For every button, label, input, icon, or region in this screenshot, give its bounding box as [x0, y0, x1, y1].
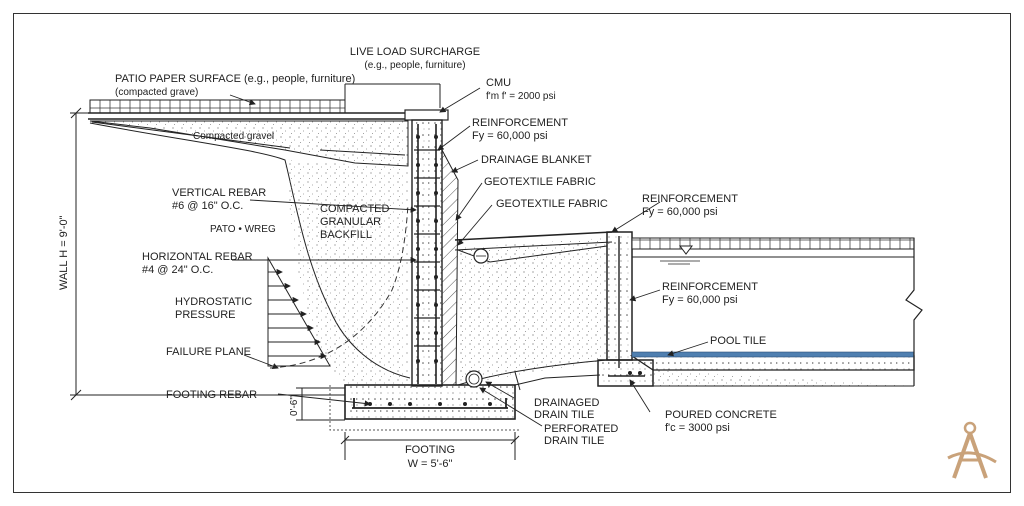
- drain-tile-lower: [465, 370, 483, 388]
- perforated-tile-label-1: PERFORATED: [544, 423, 618, 435]
- cmu-label: CMU: [486, 77, 511, 89]
- horizontal-rebar-label: HORIZONTAL REBAR: [142, 251, 253, 263]
- backfill-label-3: BACKFILL: [320, 229, 372, 241]
- reinforcement-pool-top-label: REINFORCEMENT: [642, 193, 738, 205]
- drainage-blanket: [441, 149, 459, 386]
- backfill-label-1: COMPACTED: [320, 203, 390, 215]
- drainaged-tile-label-1: DRAINAGED: [534, 397, 599, 409]
- poured-concrete-label: POURED CONCRETE: [665, 409, 777, 421]
- pool-water: [631, 237, 923, 386]
- cmu-wall: [404, 109, 449, 387]
- footing: [329, 384, 520, 431]
- vertical-rebar-label: VERTICAL REBAR: [172, 187, 266, 199]
- drainaged-tile-label-2: DRAIN TILE: [534, 409, 594, 421]
- footing-rebar-label: FOOTING REBAR: [166, 389, 257, 401]
- geotextile-label-2: GEOTEXTILE FABRIC: [496, 198, 608, 210]
- live-load-bracket: [344, 83, 441, 108]
- patio-surface-sublabel: (compacted grave): [115, 87, 198, 98]
- reinforcement-cmu-label: REINFORCEMENT: [472, 117, 568, 129]
- pool-floor: [629, 351, 915, 387]
- pool-tile-label: POOL TILE: [710, 335, 766, 347]
- compacted-gravel-layer: [89, 120, 409, 167]
- live-load-sublabel: (e.g., people, furniture): [364, 60, 465, 71]
- live-load-label: LIVE LOAD SURCHARGE: [350, 46, 480, 58]
- hydrostatic-pressure-diagram: [267, 256, 331, 367]
- drainage-blanket-label: DRAINAGE BLANKET: [481, 154, 592, 166]
- drain-tile-upper: [473, 248, 489, 264]
- footing-width-label: W = 5'-6": [408, 458, 453, 470]
- footing-depth-label: 0'-6": [289, 396, 300, 416]
- reinforcement-pool-top-strength: Fy = 60,000 psi: [642, 206, 718, 218]
- horizontal-rebar-spacing: #4 @ 24" O.C.: [142, 264, 213, 276]
- compacted-gravel-label: Compacted gravel: [193, 131, 274, 142]
- footing-depth-dimension: [296, 387, 345, 421]
- leader-lines: [229, 87, 709, 427]
- wall-height-dimension: [70, 107, 345, 401]
- reinforcement-cmu-strength: Fy = 60,000 psi: [472, 130, 548, 142]
- wall-height-label: WALL H = 9'-0": [58, 215, 70, 290]
- footing-width-dimension: [340, 432, 520, 460]
- reinforcement-pool-mid-label: REINFORCEMENT: [662, 281, 758, 293]
- failure-plane-label: FAILURE PLANE: [166, 346, 251, 358]
- backfill-label-2: GRANULAR: [320, 216, 381, 228]
- hydrostatic-sublabel: PRESSURE: [175, 309, 236, 321]
- poured-concrete-strength: f'c = 3000 psi: [665, 422, 730, 434]
- footing-label: FOOTING: [405, 444, 455, 456]
- cmu-strength-label: f'm f' = 2000 psi: [486, 91, 556, 102]
- compass-logo-icon: [947, 421, 997, 479]
- pool-wall: [597, 231, 654, 387]
- reinforcement-pool-mid-strength: Fy = 60,000 psi: [662, 294, 738, 306]
- perforated-tile-label-2: DRAIN TILE: [544, 435, 604, 447]
- ground-line: [514, 374, 601, 386]
- hydrostatic-label: HYDROSTATIC: [175, 296, 252, 308]
- patio-surface-label: PATIO PAPER SURFACE (e.g., people, furni…: [115, 73, 355, 85]
- failure-plane-line: [269, 204, 409, 369]
- geotextile-label-1: GEOTEXTILE FABRIC: [484, 176, 596, 188]
- patio-paver-surface: [88, 99, 408, 120]
- vertical-rebar-spacing: #6 @ 16" O.C.: [172, 200, 243, 212]
- granular-backfill: [285, 160, 408, 385]
- pato-wreg-label: PATO • WREG: [210, 224, 276, 235]
